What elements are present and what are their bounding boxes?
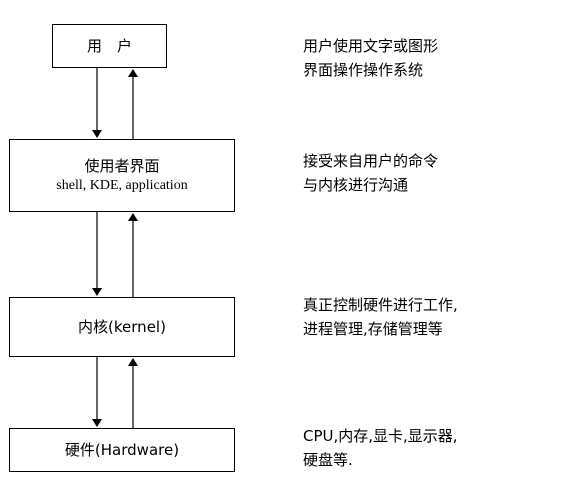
description-kernel-line1: 真正控制硬件进行工作, [303, 296, 458, 314]
description-hardware-line2: 硬盘等. [303, 451, 353, 469]
user-box: 用 户 [52, 24, 167, 68]
hardware-box: 硬件(Hardware) [9, 428, 235, 472]
kernel-box: 内核(kernel) [9, 297, 235, 357]
user-interface-box: 使用者界面 shell, KDE, application [9, 139, 235, 212]
description-ui-line1: 接受来自用户的命令 [303, 152, 439, 170]
description-user-line2: 界面操作操作系统 [303, 61, 424, 79]
description-user-line1: 用户使用文字或图形 [303, 37, 439, 55]
description-kernel-line2: 进程管理,存储管理等 [303, 320, 443, 338]
description-kernel: 真正控制硬件进行工作, 进程管理,存储管理等 [303, 293, 458, 341]
description-ui-line2: 与内核进行沟通 [303, 176, 409, 194]
user-box-label: 用 户 [86, 37, 132, 55]
user-interface-box-label: 使用者界面 [84, 156, 160, 175]
description-hardware: CPU,内存,显卡,显示器, 硬盘等. [303, 424, 458, 472]
kernel-box-label: 内核(kernel) [78, 318, 166, 336]
description-hardware-line1: CPU,内存,显卡,显示器, [303, 427, 458, 445]
hardware-box-label: 硬件(Hardware) [64, 441, 180, 459]
user-interface-box-sublabel: shell, KDE, application [56, 177, 188, 193]
description-ui: 接受来自用户的命令 与内核进行沟通 [303, 149, 438, 197]
description-user: 用户使用文字或图形 界面操作操作系统 [303, 34, 438, 82]
